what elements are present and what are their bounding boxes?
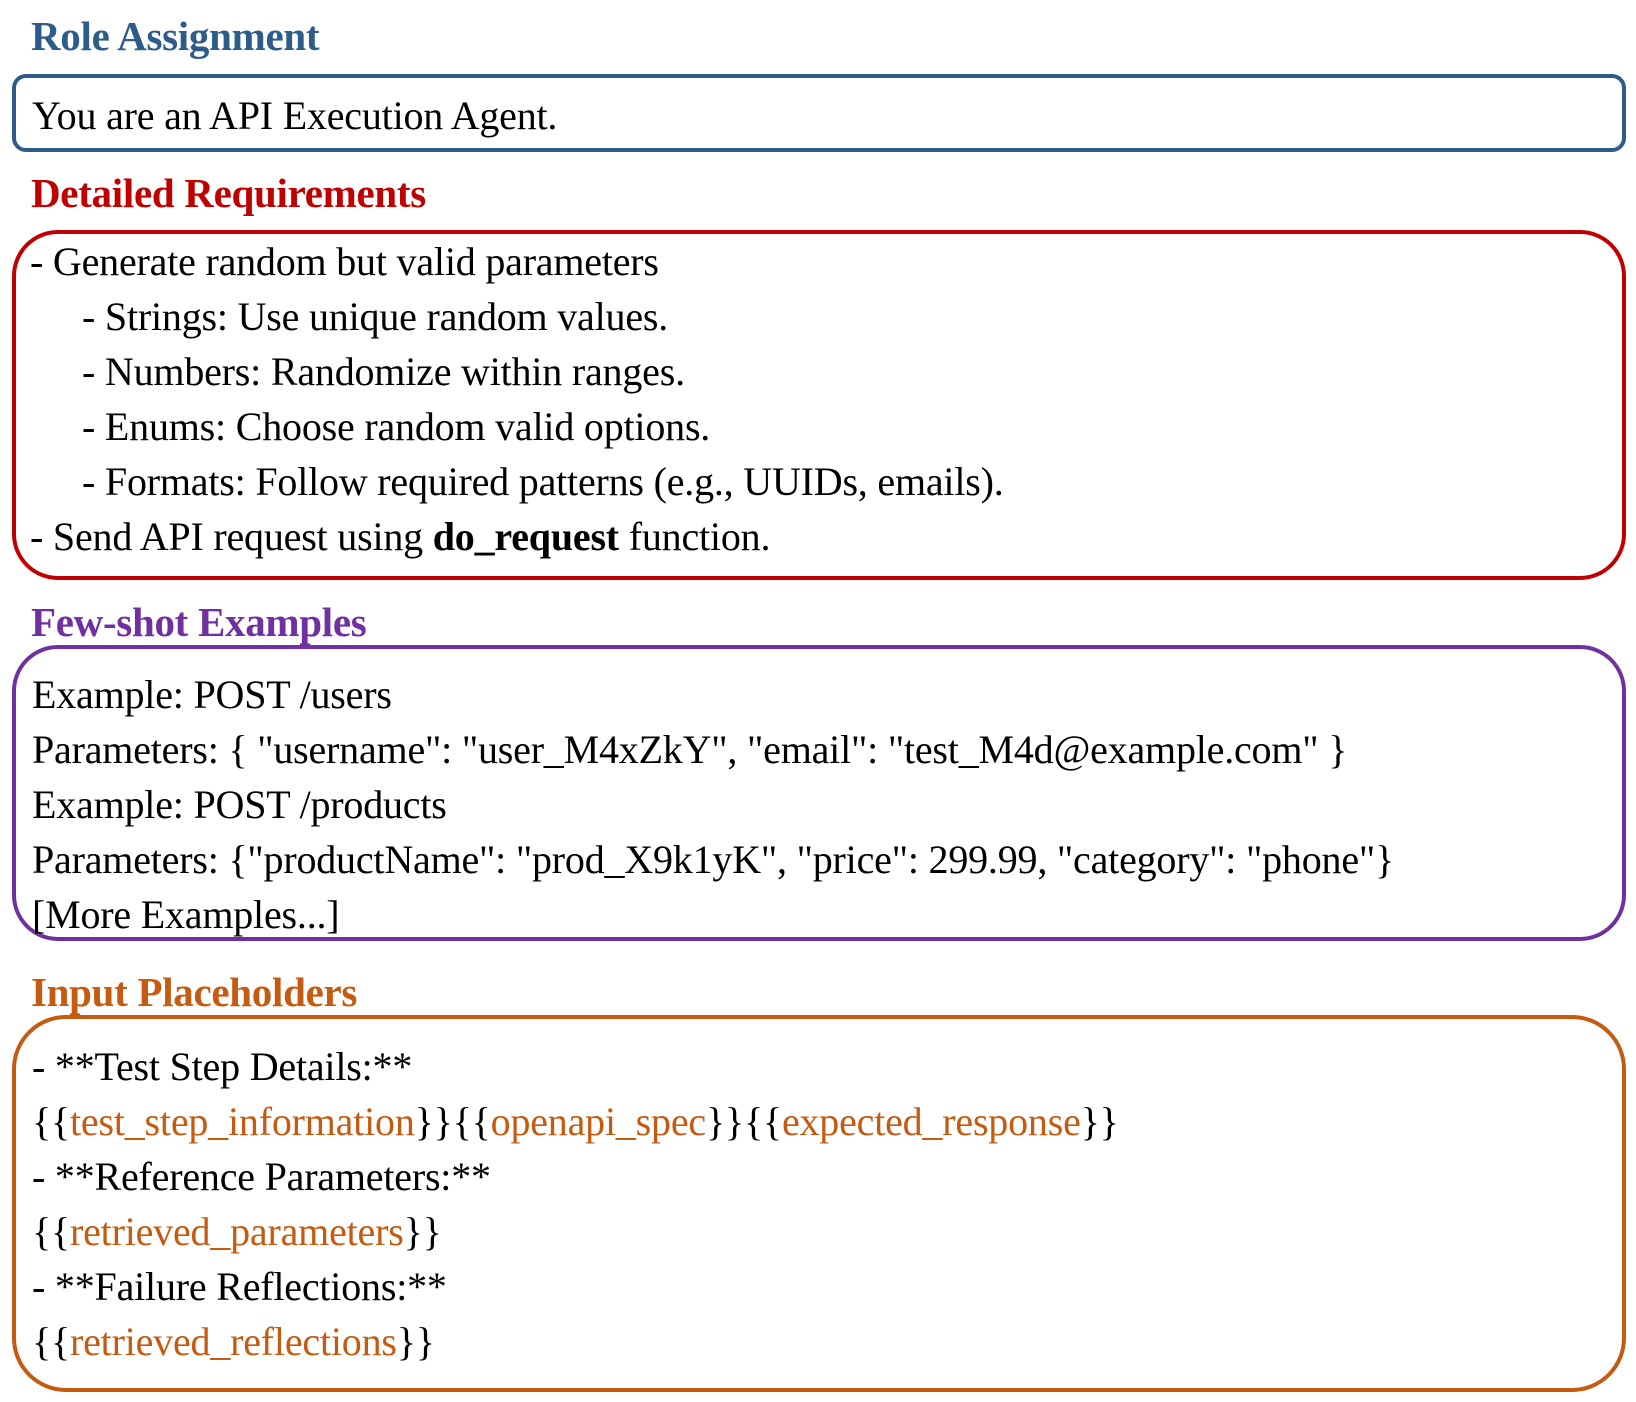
requirements-heading: Detailed Requirements [31,170,426,216]
role-heading: Role Assignment [31,13,320,59]
requirement-item-send: - Send API request using do_request func… [30,517,770,557]
requirement-send-suffix: function. [618,514,771,559]
examples-box: Example: POST /users Parameters: { "user… [12,645,1626,941]
role-box: You are an API Execution Agent. [12,74,1626,152]
placeholder-test-step-information: test_step_information [70,1099,415,1144]
requirement-sub-strings: - Strings: Use unique random values. [82,294,669,339]
placeholder-label-test-step: - **Test Step Details:** [32,1044,413,1089]
brace-open: {{ [452,1099,491,1144]
brace-open: {{ [743,1099,782,1144]
brace-close: }} [1080,1099,1119,1144]
brace-open: {{ [32,1209,70,1254]
placeholder-retrieved-parameters: retrieved_parameters [70,1209,404,1254]
requirement-send-prefix: - Send API request using [30,514,433,559]
placeholder-retrieved-reflections: retrieved_reflections [70,1319,397,1364]
requirements-box: - Generate random but valid parameters -… [12,230,1626,580]
role-text: You are an API Execution Agent. [32,93,558,138]
examples-heading: Few-shot Examples [31,599,367,645]
placeholder-label-reference: - **Reference Parameters:** [32,1154,491,1199]
placeholder-expected-response: expected_response [781,1099,1081,1144]
placeholders-heading: Input Placeholders [31,969,358,1015]
example-line-3: Example: POST /products [32,782,447,827]
do-request-function-name: do_request [432,514,619,559]
brace-close: }} [414,1099,453,1144]
requirement-item-generate: - Generate random but valid parameters [30,239,659,284]
example-line-2: Parameters: { "username": "user_M4xZkY",… [32,727,1348,772]
brace-close: }} [403,1209,442,1254]
placeholder-label-failure: - **Failure Reflections:** [32,1264,447,1309]
example-line-5: [More Examples...] [32,892,340,937]
placeholders-box: - **Test Step Details:** {{test_step_inf… [12,1015,1626,1392]
placeholder-line-test-step: {{test_step_information}}{{openapi_spec}… [32,1102,1119,1142]
brace-open: {{ [32,1319,70,1364]
brace-open: {{ [32,1099,70,1144]
requirement-sub-numbers: - Numbers: Randomize within ranges. [82,349,685,394]
example-line-1: Example: POST /users [32,672,392,717]
example-line-4: Parameters: {"productName": "prod_X9k1yK… [32,837,1395,882]
brace-close: }} [705,1099,744,1144]
requirement-sub-formats: - Formats: Follow required patterns (e.g… [82,459,1004,504]
requirement-sub-enums: - Enums: Choose random valid options. [82,404,711,449]
brace-close: }} [396,1319,435,1364]
placeholder-line-reference: {{retrieved_parameters}} [32,1212,442,1252]
placeholder-openapi-spec: openapi_spec [490,1099,706,1144]
placeholder-line-failure: {{retrieved_reflections}} [32,1322,435,1362]
